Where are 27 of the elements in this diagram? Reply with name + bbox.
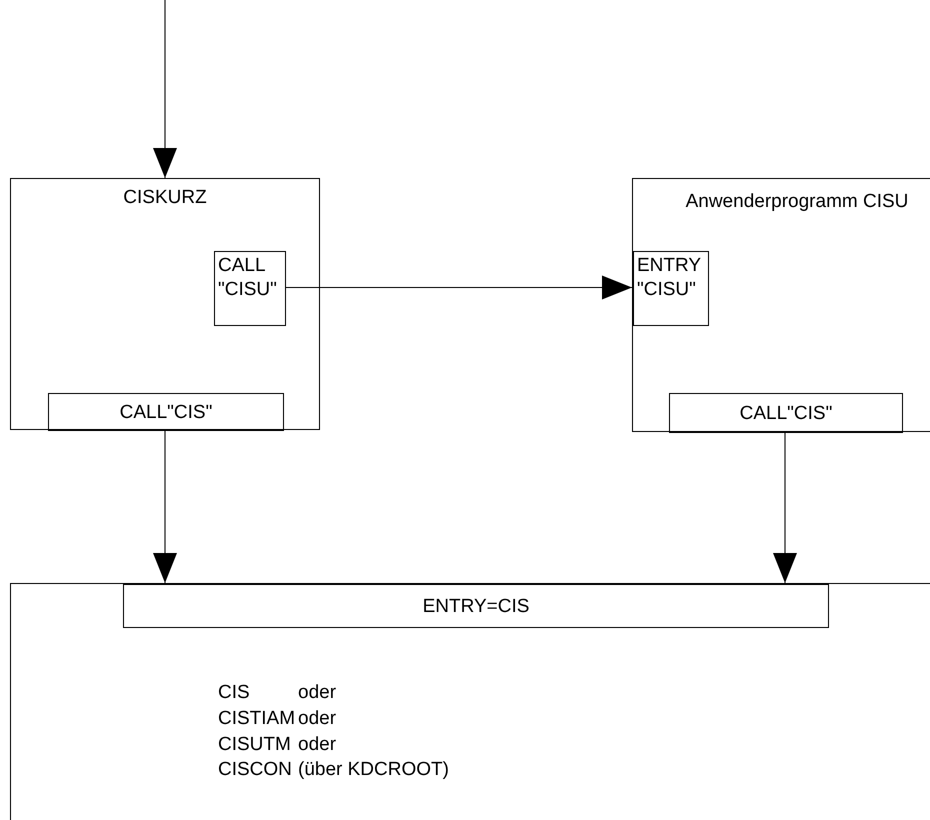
node-label: CALL"CIS" [738,402,834,426]
process-box [632,178,930,432]
table-text: oder [298,732,338,756]
process-box [123,584,829,628]
arrow [284,276,632,300]
node-label: ENTRY=CIS [422,594,530,618]
process-box [669,393,903,433]
module-name: CISTIAM [218,706,296,730]
node-label: CISKURZ [122,186,208,210]
table-text: oder [298,706,338,730]
node-label: CALL "CISU" [217,254,278,302]
node-label: CALL"CIS" [118,400,214,424]
arrow [153,430,177,584]
table-text: (über KDCROOT) [298,758,449,782]
arrow [773,432,797,584]
process-box [48,393,284,431]
arrow [153,0,177,178]
node-label: Anwenderprogramm CISU [684,190,910,214]
process-box [10,178,320,430]
node-label: ENTRY "CISU" [636,254,702,302]
module-name: CISCON [218,758,293,782]
process-box [633,251,709,326]
table-text: oder [298,681,338,705]
process-box [10,583,930,820]
process-box [214,251,286,326]
module-name: CISUTM [218,732,292,756]
module-name: CIS [218,681,251,705]
